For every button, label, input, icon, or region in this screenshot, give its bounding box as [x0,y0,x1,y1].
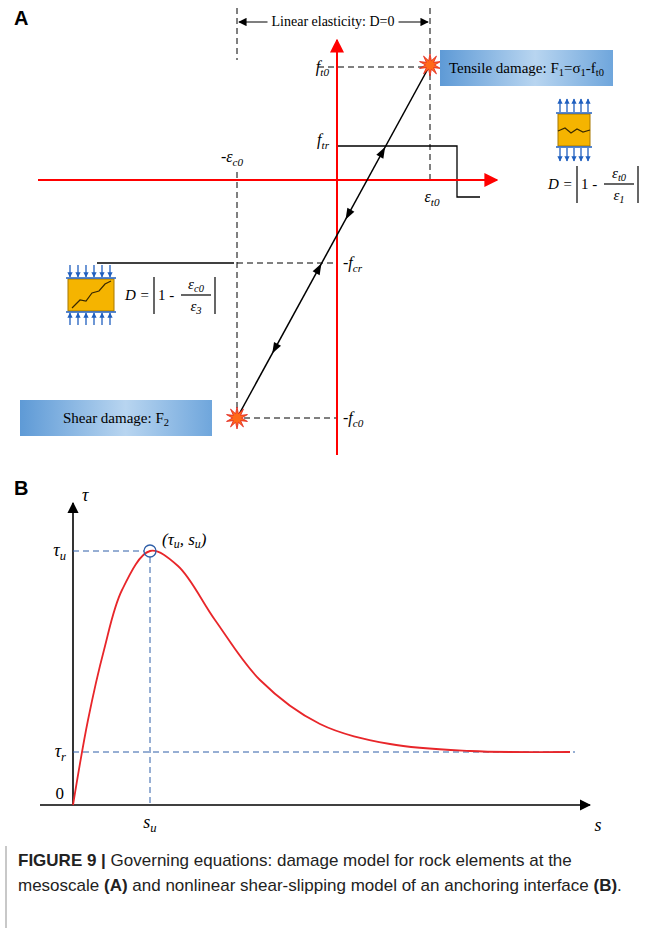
axis-value: τu [53,540,66,562]
formula-term: D = [125,286,150,304]
caption-rule [5,846,7,928]
load-arrowhead [376,147,385,159]
formula-brackets [154,277,215,314]
panel-letter: B [14,476,28,500]
shear-damage-box: Shear damage: F2 [20,400,212,436]
tension-icon [556,99,592,161]
guide-line [244,418,337,419]
stress-axis [72,503,74,805]
damage-stars [227,54,441,429]
axis-title: s [594,815,601,837]
load-arrow [85,265,86,277]
dimension-label: Linear elasticity: D=0 [268,14,399,31]
compression-icon [66,265,116,325]
load-arrow [109,265,110,277]
residual-compression-line [97,262,234,263]
panel-letter: A [14,6,28,30]
guide-line [150,557,151,805]
residual-tension-line [337,146,480,197]
axis-value: -fcr [343,253,362,272]
load-arrow [566,99,567,112]
formula-term: ε3 [190,297,201,315]
axis-value: εt0 [424,187,439,206]
axis-title: τ [82,485,88,507]
stress-axis [336,40,338,455]
dimension-tick [430,8,431,60]
shear-slip-curve [73,551,570,805]
axis-value: ftr [317,130,329,149]
peak-marker [144,545,156,557]
load-arrow [93,265,94,277]
load-arrow [93,313,94,325]
load-arrow [559,99,560,112]
slip-axis [40,804,590,806]
damage-star [420,54,441,76]
guide-line [237,172,238,410]
load-arrow [559,148,560,161]
load-arrows [272,147,385,353]
axis-value: su [143,812,156,834]
tensile-damage-box: Tensile damage: F1=σ1-ft0 [440,50,613,86]
dimension-tick [237,8,238,60]
box-label: Tensile damage: F1=σ1-ft0 [449,59,604,77]
load-arrowhead [313,264,322,276]
axis-value: ft0 [316,57,329,76]
point-label: (τu, su) [162,530,206,550]
load-arrow [573,99,574,112]
load-arrow [85,313,86,325]
load-arrow [77,313,78,325]
load-arrowhead [346,208,355,220]
figure-caption: FIGURE 9 | Governing equations: damage m… [18,848,643,898]
axis-value: -εc0 [221,147,243,166]
damage-star [227,407,248,429]
load-arrow [580,99,581,112]
formula-term: ε1 [613,186,624,204]
formula-term: 1 - [158,286,174,304]
load-arrow [69,313,70,325]
load-arrow [587,148,588,161]
load-arrow [101,313,102,325]
load-arrow [580,148,581,161]
formula-term: εc0 [188,275,204,293]
load-arrow [69,265,70,277]
guide-line [318,67,424,68]
guide-line [73,551,144,552]
axis-value: τr [55,741,66,763]
strain-axis [38,179,497,181]
origin-label: 0 [56,784,65,804]
load-arrow [109,313,110,325]
formula-term: εt0 [612,164,626,182]
load-arrow [77,265,78,277]
load-arrow [101,265,102,277]
formula-term: D = [548,175,573,193]
formula-term: 1 - [581,175,597,193]
formula-brackets [577,166,638,203]
axis-value: -fc0 [343,408,363,427]
load-arrow [566,148,567,161]
load-arrow [587,99,588,112]
load-arrowhead [272,342,281,354]
load-arrow [573,148,574,161]
elastic-line [237,65,430,418]
guide-line [430,74,431,180]
box-label: Shear damage: F2 [63,409,169,427]
